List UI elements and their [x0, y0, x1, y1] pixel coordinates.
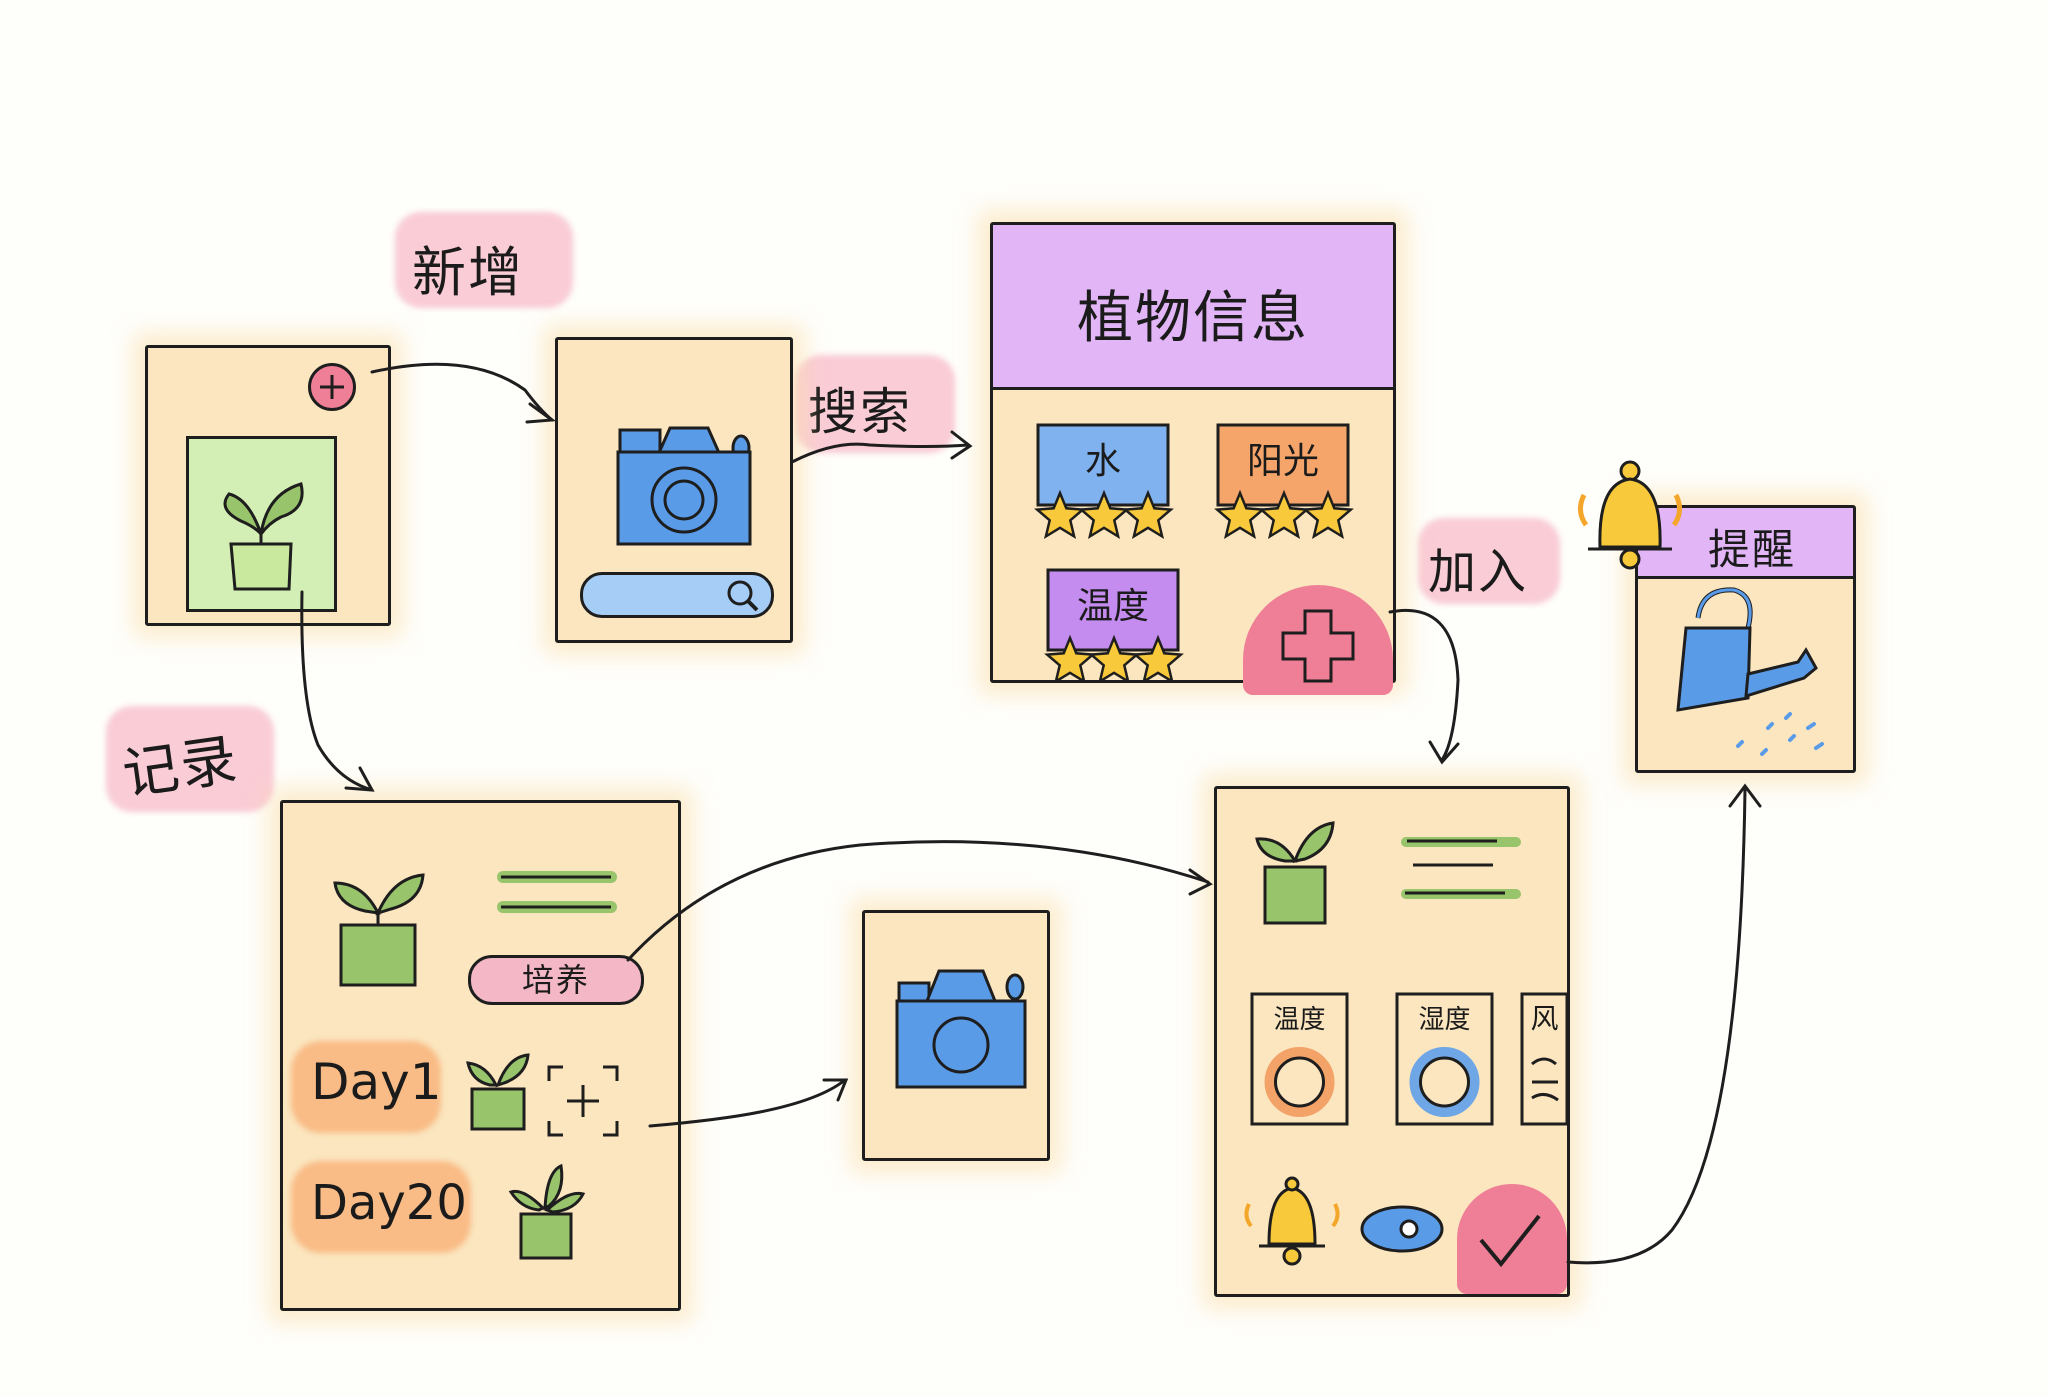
confirm-button[interactable] — [1457, 1184, 1567, 1294]
star-icon — [1258, 489, 1310, 540]
info-card-label: 阳光 — [1247, 441, 1319, 482]
record-label-highlight — [106, 706, 274, 812]
eye-icon[interactable] — [1357, 1199, 1447, 1259]
plant-info-header: 植物信息 — [993, 225, 1393, 390]
sprout-pot-icon — [333, 873, 425, 987]
arrow-join-to-dashboard — [1388, 609, 1460, 762]
gauge-ring — [1409, 1047, 1480, 1117]
search-input[interactable] — [580, 572, 774, 618]
search-label-highlight — [795, 355, 955, 453]
info-card-label: 水 — [1085, 441, 1121, 482]
page-title: 植物信息 — [1077, 286, 1309, 351]
record-label: 记录 — [118, 727, 243, 808]
add-photo-icon[interactable] — [543, 1061, 623, 1141]
small-sprout-icon — [466, 1053, 530, 1131]
wind-icon — [1531, 1057, 1559, 1102]
gauge-label: 温度 — [1273, 1005, 1325, 1035]
reminder-title: 提醒 — [1708, 525, 1797, 574]
sprout-pot-icon — [223, 482, 304, 591]
add-label-highlight — [395, 212, 573, 308]
reminder-bell-icon — [1578, 460, 1682, 570]
record-screen: 培养 Day1 Day20 — [280, 800, 681, 1311]
info-card-2: 温度 — [1044, 568, 1184, 680]
info-card-1: 阳光 — [1214, 423, 1354, 540]
gauge-ring-outline — [1419, 1056, 1470, 1108]
arrow-add-to-camera — [370, 362, 554, 422]
reminder-header: 提醒 — [1638, 508, 1853, 579]
gauge-ring — [1264, 1047, 1335, 1117]
day1-highlight — [291, 1041, 441, 1133]
info-card-0: 水 — [1034, 423, 1174, 540]
day20-label: Day20 — [311, 1175, 467, 1231]
join-label: 加入 — [1428, 544, 1529, 600]
star-icon — [1132, 634, 1184, 680]
star-icon — [1214, 489, 1266, 540]
camera-search-screen — [555, 337, 793, 643]
star-icon — [1034, 489, 1086, 540]
bell-icon[interactable] — [1237, 1164, 1347, 1274]
gauge-ring-outline — [1274, 1056, 1325, 1108]
star-icon — [1088, 634, 1140, 680]
camera-icon[interactable] — [558, 410, 790, 570]
culture-button[interactable]: 培养 — [468, 955, 644, 1005]
grown-plant-icon — [508, 1163, 586, 1260]
home-screen — [145, 345, 391, 626]
checkmark-icon — [1479, 1214, 1541, 1268]
plus-icon — [320, 375, 344, 399]
gauge-label: 湿度 — [1418, 1005, 1470, 1035]
plant-card[interactable] — [186, 436, 337, 612]
add-to-garden-button[interactable] — [1243, 585, 1393, 695]
gauge-2: 风 — [1520, 992, 1567, 1126]
day20-highlight — [291, 1161, 471, 1253]
info-card-label: 温度 — [1077, 586, 1149, 627]
sprout-pot-icon — [1255, 821, 1335, 925]
star-icon — [1078, 489, 1130, 540]
environment-gauges: 温度 湿度 风 — [1250, 992, 1567, 1126]
plant-info-screen: 植物信息 水 阳光温度 — [990, 222, 1396, 695]
search-label: 搜索 — [808, 383, 912, 441]
info-lines — [1401, 837, 1521, 899]
gauge-1: 湿度 — [1395, 992, 1494, 1126]
join-label-highlight — [1418, 518, 1560, 604]
watering-can-icon — [1676, 587, 1824, 756]
gauge-0: 温度 — [1250, 992, 1349, 1126]
add-label: 新增 — [412, 241, 524, 304]
day1-label: Day1 — [311, 1053, 442, 1111]
search-icon[interactable] — [723, 575, 763, 615]
info-lines — [497, 871, 617, 913]
arrow-confirm-to-reminder — [1566, 788, 1747, 1265]
add-plant-button[interactable] — [308, 363, 356, 411]
camera-icon[interactable] — [865, 953, 1047, 1123]
gauge-label: 风 — [1530, 1002, 1558, 1035]
star-icon — [1122, 489, 1174, 540]
plus-icon — [1281, 609, 1355, 683]
star-icon — [1302, 489, 1354, 540]
star-icon — [1044, 634, 1096, 680]
care-dashboard-screen: 温度 湿度 风 — [1214, 786, 1570, 1297]
photo-screen — [862, 910, 1050, 1161]
